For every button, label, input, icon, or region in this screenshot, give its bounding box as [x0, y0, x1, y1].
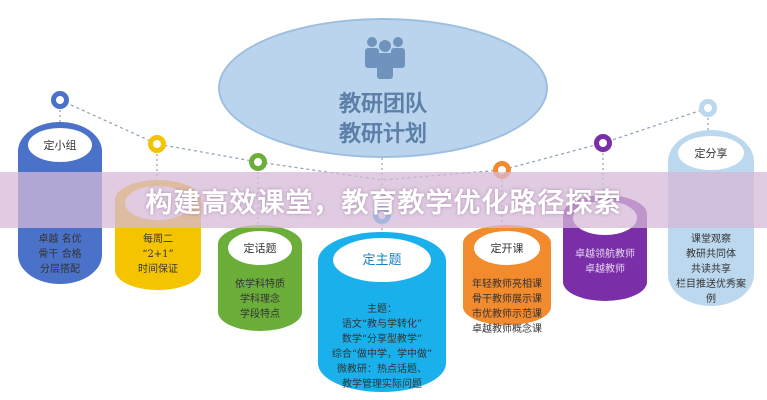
stage-description: 卓越 名优骨干 合格分层搭配 [22, 232, 98, 277]
stage-description: 主题： 语文“教与学转化” 数学“分享型教学” 综合“做中学，学中做” 微教研：热点话题… [322, 302, 442, 392]
node-dot-icon [249, 153, 267, 171]
banner-title: 构建高效课堂，教育教学优化路径探索 [145, 187, 622, 219]
stage-cylinder: 定主题主题： 语文“教与学转化” 数学“分享型教学” 综合“做中学，学中做” 微教研：热… [318, 232, 446, 392]
node-dot-icon [699, 99, 717, 117]
stage-line: 卓越 名优 [38, 234, 82, 245]
stage-line: 微教研：热点话题、 [337, 364, 427, 375]
stage-line: 分层搭配 [40, 264, 80, 275]
stage-line: “2+1” [142, 249, 174, 260]
stage-title: 定小组 [28, 128, 92, 162]
stage-line: 卓越教师 [585, 264, 625, 275]
stage-title: 定话题 [228, 231, 292, 265]
plan-label: 教研计划 [338, 121, 427, 147]
stage-description: 依学科特质学科理念学段特点 [222, 277, 298, 322]
stage-line: 年轻教师亮相课 [472, 279, 542, 290]
stage-title: 定分享 [678, 136, 744, 170]
stage-line: 卓越领航教师 [575, 249, 635, 260]
stage-line: 依学科特质 [235, 279, 285, 290]
title-banner: 构建高效课堂，教育教学优化路径探索 [0, 172, 767, 228]
stage-description: 每周二 “2+1” 时间保证 [119, 232, 197, 277]
stage-description: 年轻教师亮相课骨干教师展示课市优教师示范课卓越教师概念课 [467, 277, 547, 337]
stage-line: 主题： [367, 304, 397, 315]
stage-line: 综合“做中学，学中做” [331, 349, 433, 360]
stage-line: 栏目推送优秀案例 [676, 279, 746, 305]
stage-line: 课堂观察 [691, 234, 731, 245]
stage-line: 每周二 [143, 234, 173, 245]
stage-line: 学段特点 [240, 309, 280, 320]
stage-line: 教研共同体 [686, 249, 736, 260]
stage-line: 骨干 合格 [38, 249, 82, 260]
stage-description: 课堂观察教研共同体共读共享栏目推送优秀案例 [672, 232, 750, 307]
stage-line: 语文“教与学转化” [341, 319, 423, 330]
node-dot-icon [51, 91, 69, 109]
stage-title: 定主题 [333, 238, 431, 282]
node-dot-icon [148, 135, 166, 153]
stage-line: 学科理念 [240, 294, 280, 305]
stage-title: 定开课 [473, 231, 541, 265]
stage-line: 骨干教师展示课 [472, 294, 542, 305]
team-label: 教研团队 [338, 91, 427, 117]
node-dot-icon [594, 134, 612, 152]
stage-cylinder: 定开课年轻教师亮相课骨干教师展示课市优教师示范课卓越教师概念课 [463, 225, 551, 335]
stage-line: 共读共享 [691, 264, 731, 275]
stage-line: 卓越教师概念课 [472, 324, 542, 335]
stage-line: 教学管理实际问题 [342, 379, 422, 390]
stage-cylinder: 定话题依学科特质学科理念学段特点 [218, 225, 302, 331]
people-group-icon [365, 37, 405, 79]
stage-line: 数学“分享型教学” [341, 334, 423, 345]
teaching-team-ellipse: 教研团队 教研计划 [218, 18, 548, 158]
stage-line: 时间保证 [138, 264, 178, 275]
stage-line: 市优教师示范课 [472, 309, 542, 320]
stage-description: 卓越领航教师卓越教师 [567, 247, 643, 277]
